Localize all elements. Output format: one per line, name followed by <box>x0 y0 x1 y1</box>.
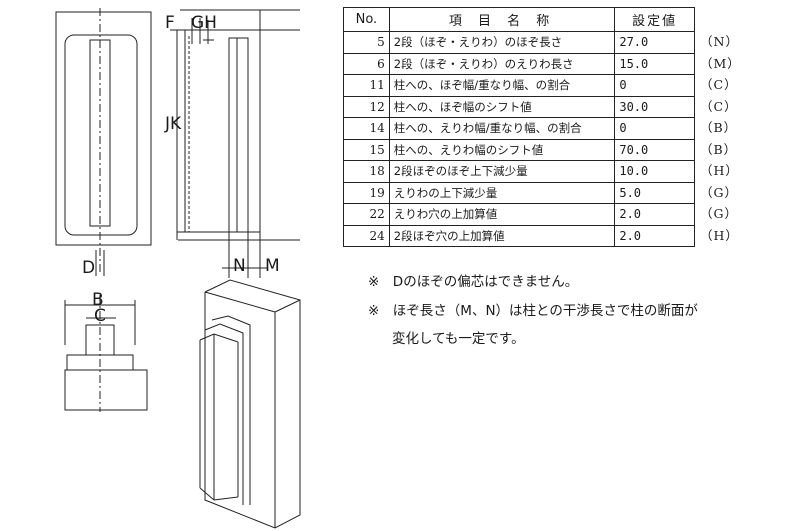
label-gh: GH <box>191 13 217 33</box>
row-code: （G） <box>700 206 738 221</box>
row-value: 15.0 <box>614 52 695 75</box>
iso-post-outline <box>204 279 301 529</box>
row-name: 2段ほぞ穴の上加算値 <box>388 224 616 247</box>
row-code: （C） <box>700 77 738 92</box>
technical-drawing <box>55 8 301 529</box>
row-name: 柱への、えりわ幅のシフト値 <box>388 138 616 161</box>
row-name: 柱への、ほぞ幅/重なり幅、の割合 <box>388 74 616 97</box>
table-row: 24 2段ほぞ穴の上加算値 2.0 <box>343 224 695 247</box>
row-value: 0 <box>614 117 695 140</box>
row-value: 27.0 <box>614 31 695 54</box>
row-code: （C） <box>700 98 738 114</box>
front-view-outer <box>55 11 152 246</box>
dimension-codes: （N） （M） （C） （C） （B） （B） （H） （G） （G） （H） <box>700 31 760 246</box>
header-no: No. <box>343 7 390 32</box>
table-row: 22 えりわ穴の上加算値 2.0 <box>343 203 695 226</box>
table-row: 14 柱への、えりわ幅/重なり幅、の割合 0 <box>343 117 695 140</box>
table-row: 12 柱への、ほぞ幅のシフト値 30.0 <box>343 95 695 118</box>
front-view-slot <box>64 34 138 236</box>
header-value: 設定値 <box>614 7 695 32</box>
row-value: 2.0 <box>614 224 695 247</box>
row-code: （H） <box>700 227 739 243</box>
table-row: 11 柱への、ほぞ幅/重なり幅、の割合 0 <box>343 74 695 97</box>
row-no: 22 <box>343 203 390 226</box>
row-name: 2段（ほぞ・えりわ）のえりわ長さ <box>388 52 616 75</box>
note-tenon-length-cont: 変化しても一定です。 <box>392 331 525 347</box>
row-value: 70.0 <box>614 138 695 161</box>
row-no: 11 <box>343 74 390 97</box>
label-f: F <box>165 13 175 33</box>
row-value: 30.0 <box>614 95 695 118</box>
label-m: M <box>265 256 280 276</box>
row-no: 19 <box>343 181 390 204</box>
row-code: （G） <box>700 184 738 200</box>
label-d: D <box>82 258 96 278</box>
row-name: えりわ穴の上加算値 <box>388 203 616 226</box>
row-code: （H） <box>700 163 739 178</box>
label-c: C <box>94 306 106 326</box>
section-base <box>64 369 148 411</box>
table-header-row: No. 項 目 名 称 設定値 <box>343 7 695 32</box>
row-no: 12 <box>343 95 390 118</box>
row-name: 2段ほぞのほぞ上下減少量 <box>388 160 616 183</box>
label-b: B <box>92 290 104 310</box>
row-value: 0 <box>614 74 695 97</box>
row-no: 15 <box>343 138 390 161</box>
row-code: （M） <box>700 55 741 71</box>
row-value: 10.0 <box>614 160 695 183</box>
table-row: 19 えりわの上下減少量 5.0 <box>343 181 695 204</box>
row-no: 18 <box>343 160 390 183</box>
row-value: 2.0 <box>614 203 695 226</box>
row-name: 柱への、えりわ幅/重なり幅、の割合 <box>388 117 616 140</box>
note-tenon-length: ※ ほぞ長さ（M、N）は柱との干渉長さで柱の断面が <box>368 303 698 319</box>
row-code: （N） <box>700 34 739 49</box>
table-row: 6 2段（ほぞ・えりわ）のえりわ長さ 15.0 <box>343 52 695 75</box>
row-code: （B） <box>700 120 738 135</box>
table-row: 5 2段（ほぞ・えりわ）のほぞ長さ 27.0 <box>343 31 695 54</box>
row-name: 柱への、ほぞ幅のシフト値 <box>388 95 616 118</box>
row-no: 14 <box>343 117 390 140</box>
settings-table: No. 項 目 名 称 設定値 5 2段（ほぞ・えりわ）のほぞ長さ 27.0 6… <box>343 7 695 247</box>
table-row: 15 柱への、えりわ幅のシフト値 70.0 <box>343 138 695 161</box>
row-no: 5 <box>343 31 390 54</box>
row-no: 6 <box>343 52 390 75</box>
row-no: 24 <box>343 224 390 247</box>
header-name: 項 目 名 称 <box>388 7 616 32</box>
table-row: 18 2段ほぞのほぞ上下減少量 10.0 <box>343 160 695 183</box>
note-eccentric: ※ Dのほぞの偏芯はできません。 <box>368 274 579 290</box>
label-n: N <box>233 256 246 276</box>
row-name: えりわの上下減少量 <box>388 181 616 204</box>
row-value: 5.0 <box>614 181 695 204</box>
row-name: 2段（ほぞ・えりわ）のほぞ長さ <box>388 31 616 54</box>
label-jk: JK <box>165 114 182 134</box>
side-tenon <box>228 37 249 233</box>
row-code: （B） <box>700 141 738 157</box>
